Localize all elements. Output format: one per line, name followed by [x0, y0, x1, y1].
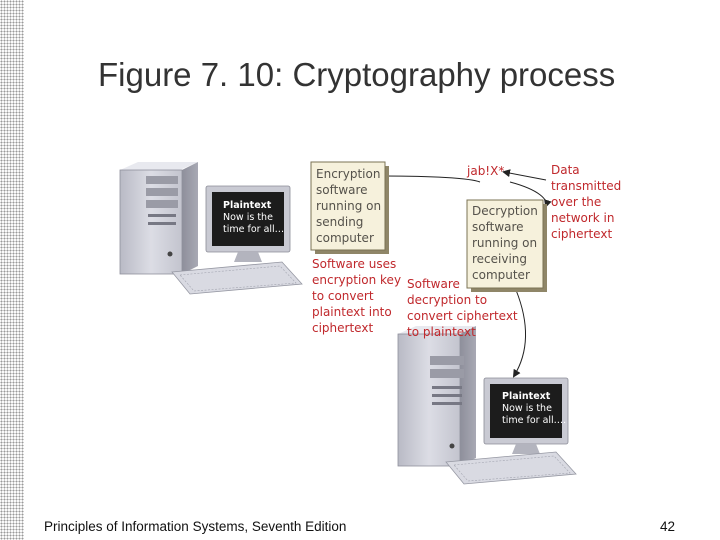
- encryption-software-box: Encryption software running on sending c…: [310, 161, 389, 254]
- receiver-screen: [490, 384, 562, 438]
- encrypt-label-line: to convert: [312, 289, 374, 303]
- transmitted-label-line: Data: [551, 163, 580, 177]
- transmitted-label-line: network in: [551, 211, 615, 225]
- sender-screen-heading: Plaintext: [223, 200, 272, 211]
- decryption-box-line: software: [472, 220, 524, 234]
- receiver-screen-line2: time for all….: [502, 415, 566, 426]
- encrypt-label-line: Software uses: [312, 257, 396, 271]
- receiver-monitor: Plaintext Now is the time for all….: [483, 377, 569, 454]
- transmitted-label: Data transmitted over the network in cip…: [551, 163, 621, 241]
- sender-keyboard: [171, 261, 303, 295]
- receiver-tower: [397, 326, 476, 467]
- decrypt-label-line: convert ciphertext: [407, 309, 518, 323]
- encryption-box-line: sending: [316, 215, 363, 229]
- encryption-box-line: computer: [316, 231, 374, 245]
- receiver-screen-heading: Plaintext: [502, 391, 551, 402]
- encryption-box-line: software: [316, 183, 368, 197]
- decryption-box-line: computer: [472, 268, 530, 282]
- receiving-computer: Plaintext Now is the time for all….: [397, 326, 577, 485]
- sender-monitor: Plaintext Now is the time for all…: [205, 185, 291, 262]
- arrow-network-to-ciphertext: [502, 169, 547, 181]
- decryption-software-box: Decryption software running on receiving…: [466, 199, 547, 292]
- encryption-box-line: running on: [316, 199, 381, 213]
- decryption-box-line: receiving: [472, 252, 527, 266]
- decrypt-label-line: Software: [407, 277, 460, 291]
- receiver-keyboard: [445, 451, 577, 485]
- sender-screen-line2: time for all…: [223, 224, 284, 235]
- slide-title: Figure 7. 10: Cryptography process: [98, 56, 616, 93]
- decrypt-label-line: decryption to: [407, 293, 487, 307]
- sender-screen-line1: Now is the: [223, 212, 273, 223]
- encrypt-label-line: ciphertext: [312, 321, 373, 335]
- encrypt-label-line: plaintext into: [312, 305, 392, 319]
- arrow-encrypt-to-network: [383, 175, 481, 183]
- sender-tower: [119, 162, 198, 275]
- slide-footer: Principles of Information Systems, Seven…: [44, 519, 347, 534]
- ciphertext-sample: jab!X*: [466, 164, 504, 178]
- encrypt-label-line: encryption key: [312, 273, 401, 287]
- arrow-decryption-to-receiver: [512, 289, 526, 378]
- decryption-box-line: Decryption: [472, 204, 538, 218]
- decrypt-label-line: to plaintext: [407, 325, 476, 339]
- page-number: 42: [660, 519, 676, 534]
- transmitted-label-line: transmitted: [551, 179, 621, 193]
- sending-computer: Plaintext Now is the time for all…: [119, 162, 303, 295]
- decryption-label: Software decryption to convert ciphertex…: [407, 277, 518, 339]
- encryption-box-line: Encryption: [316, 167, 380, 181]
- decryption-box-line: running on: [472, 236, 537, 250]
- transmitted-label-line: ciphertext: [551, 227, 612, 241]
- sender-screen: [212, 192, 284, 246]
- dotted-margin-strip: [0, 0, 24, 540]
- transmitted-label-line: over the: [551, 195, 601, 209]
- encryption-key-label: Software uses encryption key to convert …: [312, 257, 401, 335]
- receiver-screen-line1: Now is the: [502, 403, 552, 414]
